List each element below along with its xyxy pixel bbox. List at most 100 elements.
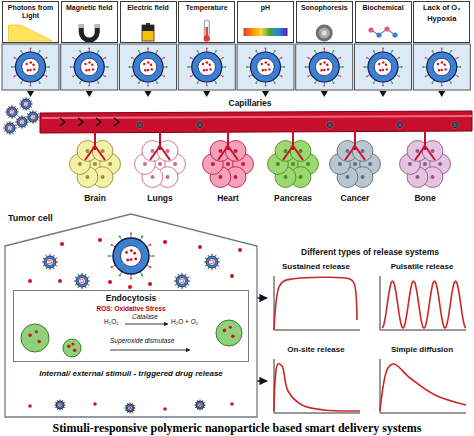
drug-core: [209, 259, 216, 266]
polymer-shell: [427, 52, 457, 82]
drug-molecule: [211, 263, 212, 264]
drug-molecule: [31, 115, 32, 116]
drug-molecule: [129, 408, 130, 409]
ligand-tip: [16, 118, 17, 119]
nanoparticle: [3, 121, 17, 135]
drug-molecule: [200, 125, 201, 126]
ligand-tip: [59, 409, 60, 410]
drug-molecule: [212, 260, 213, 261]
ligand-tip: [81, 288, 82, 289]
cell-nucleus: [85, 175, 89, 179]
ligand-tip: [104, 75, 106, 77]
release-profile-chart: On-site release: [268, 345, 364, 417]
down-arrow: [27, 91, 34, 97]
chart-axes: [274, 276, 360, 330]
cell-outline: [5, 212, 257, 418]
cell-nucleus: [299, 175, 303, 179]
cell-nucleus: [415, 175, 419, 179]
ligand-tip: [32, 123, 33, 124]
stimulus-icons: [9, 20, 398, 42]
ligand-tip: [342, 66, 344, 68]
ligand-tip: [64, 404, 65, 405]
drug-molecule: [454, 124, 455, 125]
nanoparticle: [326, 121, 334, 129]
cell-nucleus: [423, 162, 427, 166]
drug-molecule: [441, 61, 443, 63]
box-heading: Endocytosis: [18, 294, 244, 304]
cell-nucleus: [150, 149, 154, 153]
drug-core: [139, 58, 156, 75]
ligand-tip: [17, 114, 18, 115]
drug-core: [138, 123, 141, 126]
ligand-tip: [49, 254, 50, 255]
ligand-tip: [333, 82, 335, 84]
ligand-tip: [42, 261, 43, 262]
ligand-tip: [188, 284, 189, 285]
ligand-tip: [85, 274, 86, 275]
drug-molecule: [13, 112, 14, 113]
chart-axes: [380, 359, 466, 413]
chart-axes: [380, 276, 466, 330]
cell-nucleus: [234, 175, 238, 179]
drug-molecule: [199, 124, 200, 125]
nanoparticle: [136, 121, 144, 129]
drug-molecule: [209, 68, 211, 70]
ligand-tip: [130, 233, 132, 235]
drug-molecule: [329, 124, 330, 125]
ligand-tip: [178, 274, 179, 275]
drug-molecule: [385, 64, 387, 66]
drug-molecule: [10, 110, 11, 111]
organ-label: Cancer: [325, 194, 385, 204]
ligand-tip: [141, 236, 143, 238]
ligand-tip: [373, 82, 375, 84]
ligand-tip: [89, 280, 90, 281]
drug-dot: [35, 330, 38, 333]
nanoparticle: [451, 121, 459, 129]
stimulus-box: pH: [237, 1, 294, 43]
stimulus-name: Lack of O₂: [416, 4, 467, 12]
ligand-tip: [432, 50, 434, 52]
ligand-tip: [27, 124, 28, 125]
ligand-tip: [211, 254, 212, 255]
ligand-tip: [175, 277, 176, 278]
nanoparticle-cell: [61, 44, 118, 90]
ligand-tip: [314, 50, 316, 52]
drug-core: [9, 109, 15, 115]
ligand-tip: [18, 116, 19, 117]
drug-molecule: [329, 125, 330, 126]
nanoparticle: [422, 48, 461, 87]
ligand-tip: [152, 255, 154, 257]
drug-core: [198, 123, 201, 126]
polymer-shell: [192, 52, 222, 82]
ligand-tip: [29, 122, 30, 123]
ligand-tip: [425, 57, 427, 59]
drug-molecule: [454, 125, 455, 126]
ligand-tip: [11, 66, 13, 68]
capillary-branch: [283, 131, 303, 160]
nanoparticle-cell: [120, 44, 177, 90]
drug-molecule: [29, 69, 31, 71]
drug-molecule: [9, 129, 10, 130]
drug-dot: [60, 242, 64, 246]
capillary-branch: [85, 131, 105, 160]
organ-tissue: [268, 131, 319, 187]
flow-chevron: [114, 118, 119, 126]
drug-core: [433, 58, 450, 75]
panel-heading: Tumor cell: [8, 213, 53, 223]
drug-core: [19, 119, 25, 125]
ligand-tip: [441, 85, 443, 87]
drug-molecule: [326, 64, 328, 66]
ligand-tip: [265, 85, 267, 87]
drug-molecule: [134, 257, 137, 260]
ligand-tip: [111, 244, 113, 246]
ligand-tip: [181, 288, 182, 289]
nanoparticle: [174, 273, 190, 289]
cell-nucleus: [241, 162, 245, 166]
polymer-shell: [17, 117, 27, 127]
drug-molecule: [25, 104, 26, 105]
drug-molecule: [323, 61, 325, 63]
ligand-tip: [46, 57, 48, 59]
chemistry-label: H₂O + O₂: [171, 318, 198, 325]
drug-molecule: [59, 403, 60, 404]
down-arrow: [145, 91, 152, 97]
